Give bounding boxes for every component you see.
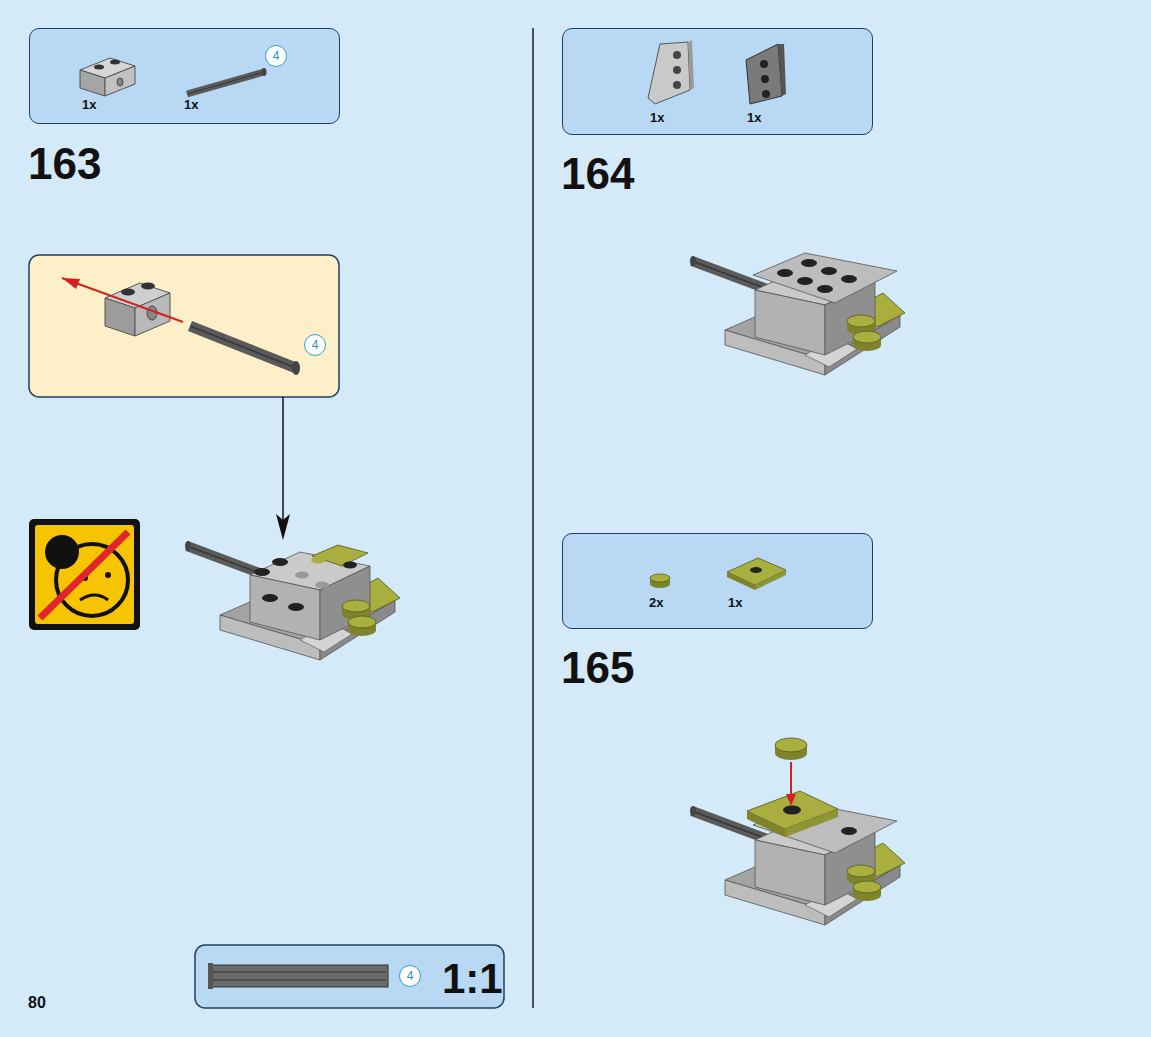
callout-number: 4: [399, 965, 421, 987]
part-count: 1x: [650, 110, 664, 125]
part-count: 1x: [82, 97, 96, 112]
callout-number: 4: [407, 970, 414, 982]
parts-panel: 1x 1x 4: [29, 28, 340, 124]
page-number: 80: [28, 995, 46, 1011]
callout-number: 4: [265, 45, 287, 67]
callout-number: 4: [304, 334, 326, 356]
part-count: 1x: [184, 97, 198, 112]
scale-panel: 1:1 4: [195, 945, 504, 1008]
scale-label: 1:1: [442, 955, 503, 1003]
parts-panel: 2x 1x: [562, 533, 873, 629]
step-number: 165: [561, 646, 634, 690]
step-number: 163: [28, 142, 101, 186]
part-count: 1x: [747, 110, 761, 125]
callout-number: 4: [312, 339, 319, 351]
callout-number: 4: [273, 50, 280, 62]
step-number: 164: [561, 152, 634, 196]
part-count: 2x: [649, 595, 663, 610]
parts-panel: 1x 1x: [562, 28, 873, 135]
part-count: 1x: [728, 595, 742, 610]
